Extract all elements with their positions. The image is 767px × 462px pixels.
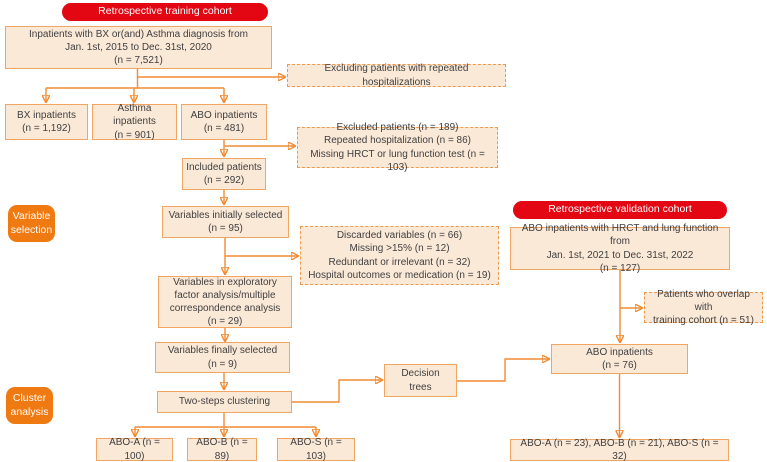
- connector-decision-to-abo76: [457, 359, 549, 382]
- node-abo-a: ABO-A (n = 100): [96, 437, 173, 462]
- variable-selection-badge: Variable selection: [8, 205, 55, 242]
- node-abo-inpatients: ABO inpatients (n = 481): [181, 104, 267, 140]
- node-variables-initially-selected: Variables initially selected (n = 95): [162, 206, 289, 238]
- node-discarded-variables: Discarded variables (n = 66) Missing >15…: [300, 226, 499, 285]
- connector-twosteps-to-decision: [292, 380, 382, 403]
- node-overlap-patients: Patients who overlap with training cohor…: [644, 289, 763, 326]
- node-excluding-repeated: Excluding patients with repeated hospita…: [287, 63, 506, 88]
- node-included-patients: Included patients (n = 292): [182, 158, 266, 190]
- node-inpatients-2015-2020: Inpatients with BX or(and) Asthma diagno…: [5, 26, 272, 69]
- node-asthma-inpatients: Asthma inpatients (n = 901): [92, 103, 177, 141]
- cluster-analysis-badge: Cluster analysis: [6, 387, 53, 424]
- node-two-steps-clustering: Two-steps clustering: [157, 391, 292, 413]
- node-abo-s: ABO-S (n = 103): [277, 437, 355, 462]
- node-validation-clusters: ABO-A (n = 23), ABO-B (n = 21), ABO-S (n…: [510, 438, 729, 462]
- node-decision-trees: Decision trees: [384, 364, 457, 397]
- node-bx-inpatients: BX inpatients (n = 1,192): [5, 104, 88, 140]
- node-variables-finally-selected: Variables finally selected (n = 9): [155, 342, 290, 373]
- node-abo-b: ABO-B (n = 89): [187, 437, 257, 462]
- node-validation-inpatients: ABO inpatients with HRCT and lung functi…: [510, 223, 730, 274]
- node-abo-inpatients-76: ABO inpatients (n = 76): [551, 344, 688, 374]
- node-excluded-patients: Excluded patients (n = 189) Repeated hos…: [297, 122, 498, 173]
- training-cohort-badge: Retrospective training cohort: [62, 3, 268, 21]
- node-variables-efa: Variables in exploratory factor analysis…: [158, 276, 292, 328]
- validation-cohort-badge: Retrospective validation cohort: [513, 201, 727, 219]
